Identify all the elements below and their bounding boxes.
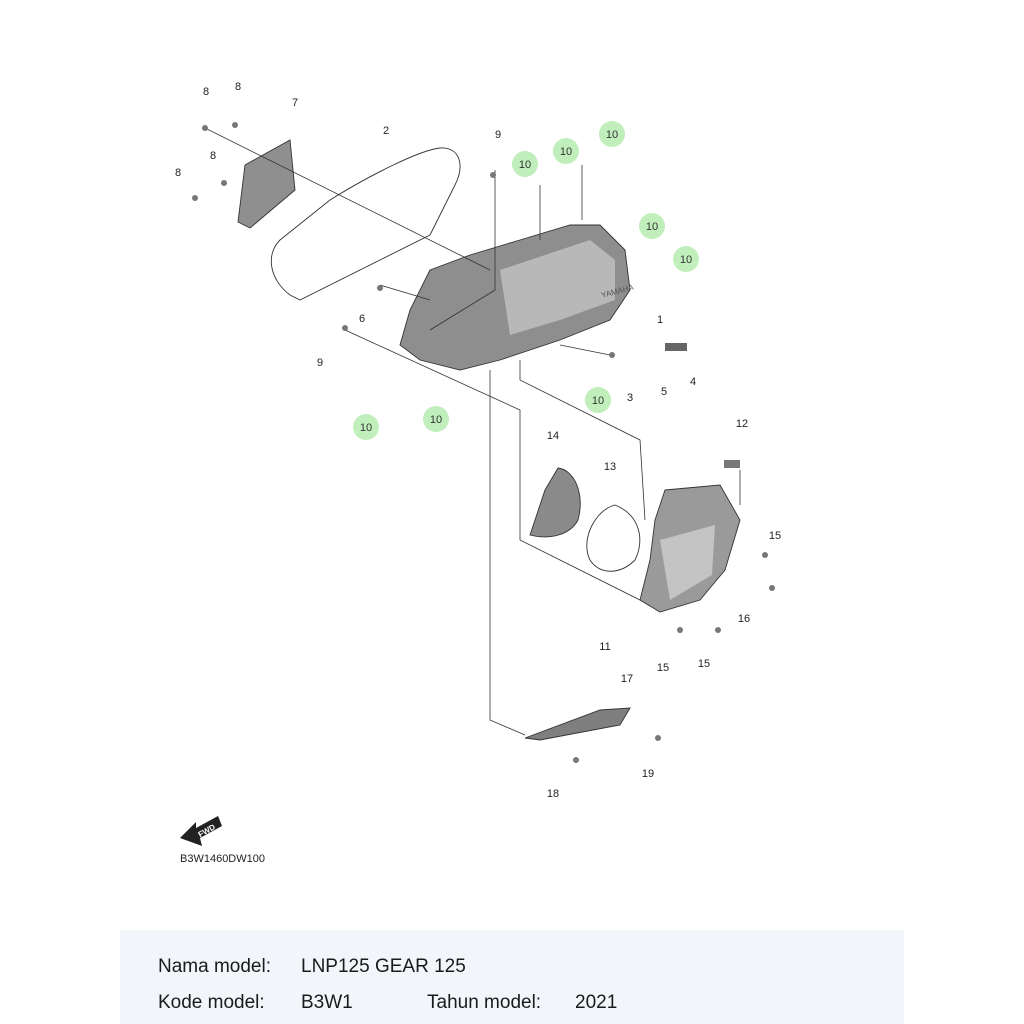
svg-text:10: 10: [560, 146, 572, 158]
label-part-15a: 15: [769, 530, 781, 542]
plate-part-7: [237, 139, 296, 229]
svg-text:10: 10: [360, 422, 372, 434]
svg-text:10: 10: [680, 254, 692, 266]
spring-part-4: [665, 343, 687, 351]
label-part-18: 18: [547, 788, 559, 800]
highlight-label-10a: 10: [599, 121, 625, 147]
label-part-15b: 15: [657, 662, 669, 674]
cover-shading: [500, 240, 615, 335]
label-part-1: 1: [657, 314, 663, 326]
model-year-label: Tahun model:: [427, 992, 542, 1013]
label-part-5: 5: [661, 386, 667, 398]
model-name-label: Nama model:: [158, 956, 271, 977]
gasket-part: [270, 147, 461, 301]
label-part-13: 13: [604, 461, 616, 473]
parts-diagram: YAMAHA 1: [175, 81, 781, 865]
label-part-6: 6: [359, 313, 365, 325]
fwd-arrow-icon: FWD: [180, 816, 222, 846]
label-part-9a: 9: [495, 129, 501, 141]
model-name-value: LNP125 GEAR 125: [301, 956, 466, 977]
model-year-value: 2021: [575, 992, 618, 1013]
label-part-4: 4: [690, 376, 696, 388]
highlight-label-10g: 10: [423, 406, 449, 432]
highlight-label-10f: 10: [585, 387, 611, 413]
plate-part-14: [529, 467, 581, 538]
label-part-9b: 9: [317, 357, 323, 369]
label-part-8b: 8: [235, 81, 241, 93]
bracket-part-17: [524, 707, 631, 741]
highlight-label-10d: 10: [639, 213, 665, 239]
o-ring-part-13: [586, 504, 641, 572]
label-part-12: 12: [736, 418, 748, 430]
svg-text:10: 10: [646, 221, 658, 233]
highlight-label-10b: 10: [553, 138, 579, 164]
model-code-label: Kode model:: [158, 992, 265, 1013]
label-part-15c: 15: [698, 658, 710, 670]
highlight-label-10h: 10: [353, 414, 379, 440]
svg-text:10: 10: [606, 129, 618, 141]
label-part-8d: 8: [175, 167, 181, 179]
svg-text:10: 10: [519, 159, 531, 171]
label-part-16: 16: [738, 613, 750, 625]
leader-lines: [204, 127, 741, 736]
highlight-label-10e: 10: [673, 246, 699, 272]
svg-text:10: 10: [430, 414, 442, 426]
label-part-11: 11: [599, 641, 610, 653]
diagram-code: B3W1460DW100: [180, 853, 265, 865]
model-info-panel: Nama model: LNP125 GEAR 125 Kode model: …: [120, 930, 904, 1024]
label-part-19: 19: [642, 768, 654, 780]
svg-text:10: 10: [592, 395, 604, 407]
part-12: [724, 460, 740, 468]
highlight-label-10c: 10: [512, 151, 538, 177]
label-part-14: 14: [547, 430, 559, 442]
label-part-8a: 8: [203, 86, 209, 98]
label-part-7: 7: [292, 97, 298, 109]
label-part-8c: 8: [210, 150, 216, 162]
label-part-3: 3: [627, 392, 633, 404]
duct-shading: [660, 525, 715, 600]
bolts: [192, 122, 775, 763]
label-part-17: 17: [621, 673, 633, 685]
label-part-2: 2: [383, 125, 389, 137]
model-code-value: B3W1: [301, 992, 353, 1013]
